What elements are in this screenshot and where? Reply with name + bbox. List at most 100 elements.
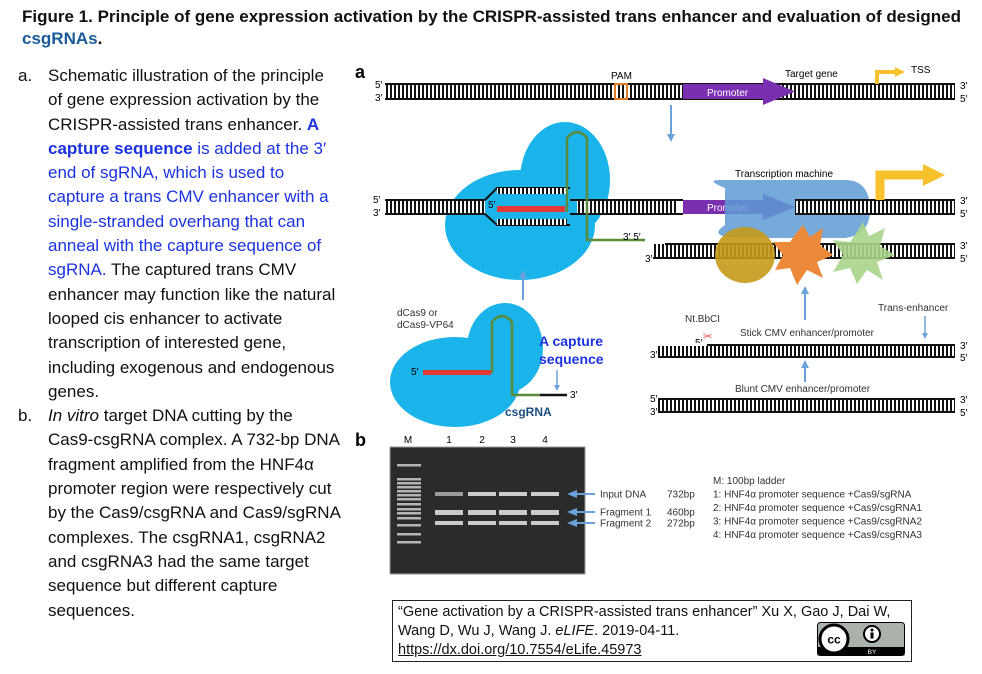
gel-band xyxy=(531,521,559,525)
lane-label: 1 xyxy=(446,435,452,446)
csg-5: 5′ xyxy=(411,367,419,378)
enh-3: 3′ xyxy=(645,254,653,265)
ladder-band xyxy=(397,478,421,481)
activator-3 xyxy=(833,222,895,284)
ladder-band xyxy=(397,486,421,489)
stick-3: 3′ xyxy=(650,350,658,361)
lane-label: 2 xyxy=(479,435,485,446)
top-dna: 5′ 3′ PAM Promoter Target gene TSS 3′ 5′ xyxy=(375,65,968,105)
caption-a-text: Schematic illustration of the principle … xyxy=(48,66,324,134)
gel-band xyxy=(468,521,496,525)
csgrna-label: csgRNA xyxy=(505,405,552,419)
guide-5: 5′ xyxy=(488,200,496,211)
enh-5-right: 5′ xyxy=(960,254,968,265)
ladder-band xyxy=(397,533,421,536)
activator-1 xyxy=(715,227,775,283)
gel-bands xyxy=(397,464,559,544)
target-gene-label: Target gene xyxy=(785,69,838,80)
guide-rna xyxy=(497,206,565,212)
band-name: Fragment 2 xyxy=(600,519,652,530)
gel-band xyxy=(499,510,527,515)
band-size: 460bp xyxy=(667,508,695,519)
ladder-band xyxy=(397,482,421,485)
tss-arrow xyxy=(875,70,897,84)
captured-enhancer: 3′ 5′ 3′ 3′ 5′ xyxy=(623,222,968,285)
dcas9-vp64-label: dCas9-VP64 xyxy=(397,320,454,331)
ladder-band xyxy=(397,503,421,506)
ladder-band xyxy=(397,498,421,501)
panel-b-label: b xyxy=(355,430,366,450)
ladder-band xyxy=(397,517,421,520)
panel-a-label: a xyxy=(355,62,366,82)
gel-band xyxy=(468,510,496,515)
stick-enhancer-label: Stick CMV enhancer/promoter xyxy=(740,328,875,339)
gel-band xyxy=(499,521,527,525)
scissors-icon: ✂ xyxy=(703,331,712,343)
enh-3-right: 3′ xyxy=(960,241,968,252)
blunt-3-right: 3′ xyxy=(960,395,968,406)
dcas9-label: dCas9 or xyxy=(397,308,438,319)
figure-title-text: Figure 1. Principle of gene expression a… xyxy=(22,7,962,26)
ladder-band xyxy=(397,490,421,493)
gel-legend-item: 4: HNF4α promoter sequence +Cas9/csgRNA3 xyxy=(713,530,922,541)
band-arrows xyxy=(567,490,595,527)
caption-item-a: a. Schematic illustration of the princip… xyxy=(18,64,340,404)
dna-strand xyxy=(385,84,955,99)
ladder-band xyxy=(397,494,421,497)
middle-dna: 5′ 3′ 5′ Promoter Transcription machine … xyxy=(373,164,968,238)
gel-band xyxy=(468,492,496,496)
figure-caption: a. Schematic illustration of the princip… xyxy=(18,64,340,623)
blunt-5: 5′ xyxy=(650,394,658,405)
band-size: 272bp xyxy=(667,519,695,530)
promoter-arrow xyxy=(683,78,795,105)
gel-band xyxy=(435,492,463,496)
tss-label: TSS xyxy=(911,65,931,76)
band-arrowhead xyxy=(567,508,577,516)
gel-band xyxy=(435,510,463,515)
trans-enhancer-label: Trans-enhancer xyxy=(878,303,949,314)
doi-link[interactable]: https://dx.doi.org/10.7554/eLife.45973 xyxy=(398,642,642,658)
citation-journal: eLIFE xyxy=(555,623,595,639)
promoter-label: Promoter xyxy=(707,88,749,99)
trans-enhancers: Trans-enhancer Nt.BbCI ✂ Stick CMV enhan… xyxy=(650,303,968,419)
caption-a-text-2: The captured trans CMV enhancer may func… xyxy=(48,260,336,401)
ntbbci-label: Nt.BbCI xyxy=(685,314,720,325)
pam-site xyxy=(614,83,628,100)
figure-title: Figure 1. Principle of gene expression a… xyxy=(22,6,972,50)
figure-title-period: . xyxy=(97,29,103,48)
tss-arrow-2 xyxy=(875,170,925,200)
gel-legend-item: 1: HNF4α promoter sequence +Cas9/sgRNA xyxy=(713,490,912,501)
ladder-band xyxy=(397,524,421,527)
cc-by-icon[interactable]: cc BY xyxy=(817,622,905,656)
gel-legend-item: 3: HNF4α promoter sequence +Cas9/csgRNA2 xyxy=(713,517,922,528)
csgrnas-link[interactable]: csgRNAs xyxy=(22,29,98,48)
ladder-band xyxy=(397,512,421,515)
activator-2 xyxy=(773,225,833,285)
citation-date: . 2019-04-11. xyxy=(594,623,680,639)
dna-5-right: 5′ xyxy=(960,94,968,105)
mid-3-right: 3′ xyxy=(960,196,968,207)
svg-text:cc: cc xyxy=(827,633,841,647)
gel-band xyxy=(531,510,559,515)
citation-box: “Gene activation by a CRISPR-assisted tr… xyxy=(392,600,912,662)
dna-3-right: 3′ xyxy=(960,81,968,92)
caption-a-highlight-bold: A capture sequence xyxy=(48,114,319,158)
band-size: 732bp xyxy=(667,490,695,501)
band-name: Input DNA xyxy=(600,490,646,501)
mid-5-right: 5′ xyxy=(960,209,968,220)
dna-3-label: 3′ xyxy=(375,93,383,104)
enh-35: 3′ 5′ xyxy=(623,232,641,243)
blunt-enhancer-label: Blunt CMV enhancer/promoter xyxy=(735,384,871,395)
citation-line-2: Wang D, Wu J, Wang J. eLIFE. 2019-04-11. xyxy=(398,622,911,641)
ladder-band xyxy=(397,541,421,544)
figure-panels: a 5′ 3′ PAM Promoter Target gene TSS 3′ … xyxy=(355,62,968,575)
caption-b-italic: In vitro xyxy=(48,406,100,426)
by-label: BY xyxy=(868,649,877,656)
pam-label: PAM xyxy=(611,71,632,82)
gel-band xyxy=(435,521,463,525)
caption-b-text: target DNA cutting by the Cas9-csgRNA co… xyxy=(48,406,340,620)
caption-item-b: b. In vitro target DNA cutting by the Ca… xyxy=(18,404,340,623)
